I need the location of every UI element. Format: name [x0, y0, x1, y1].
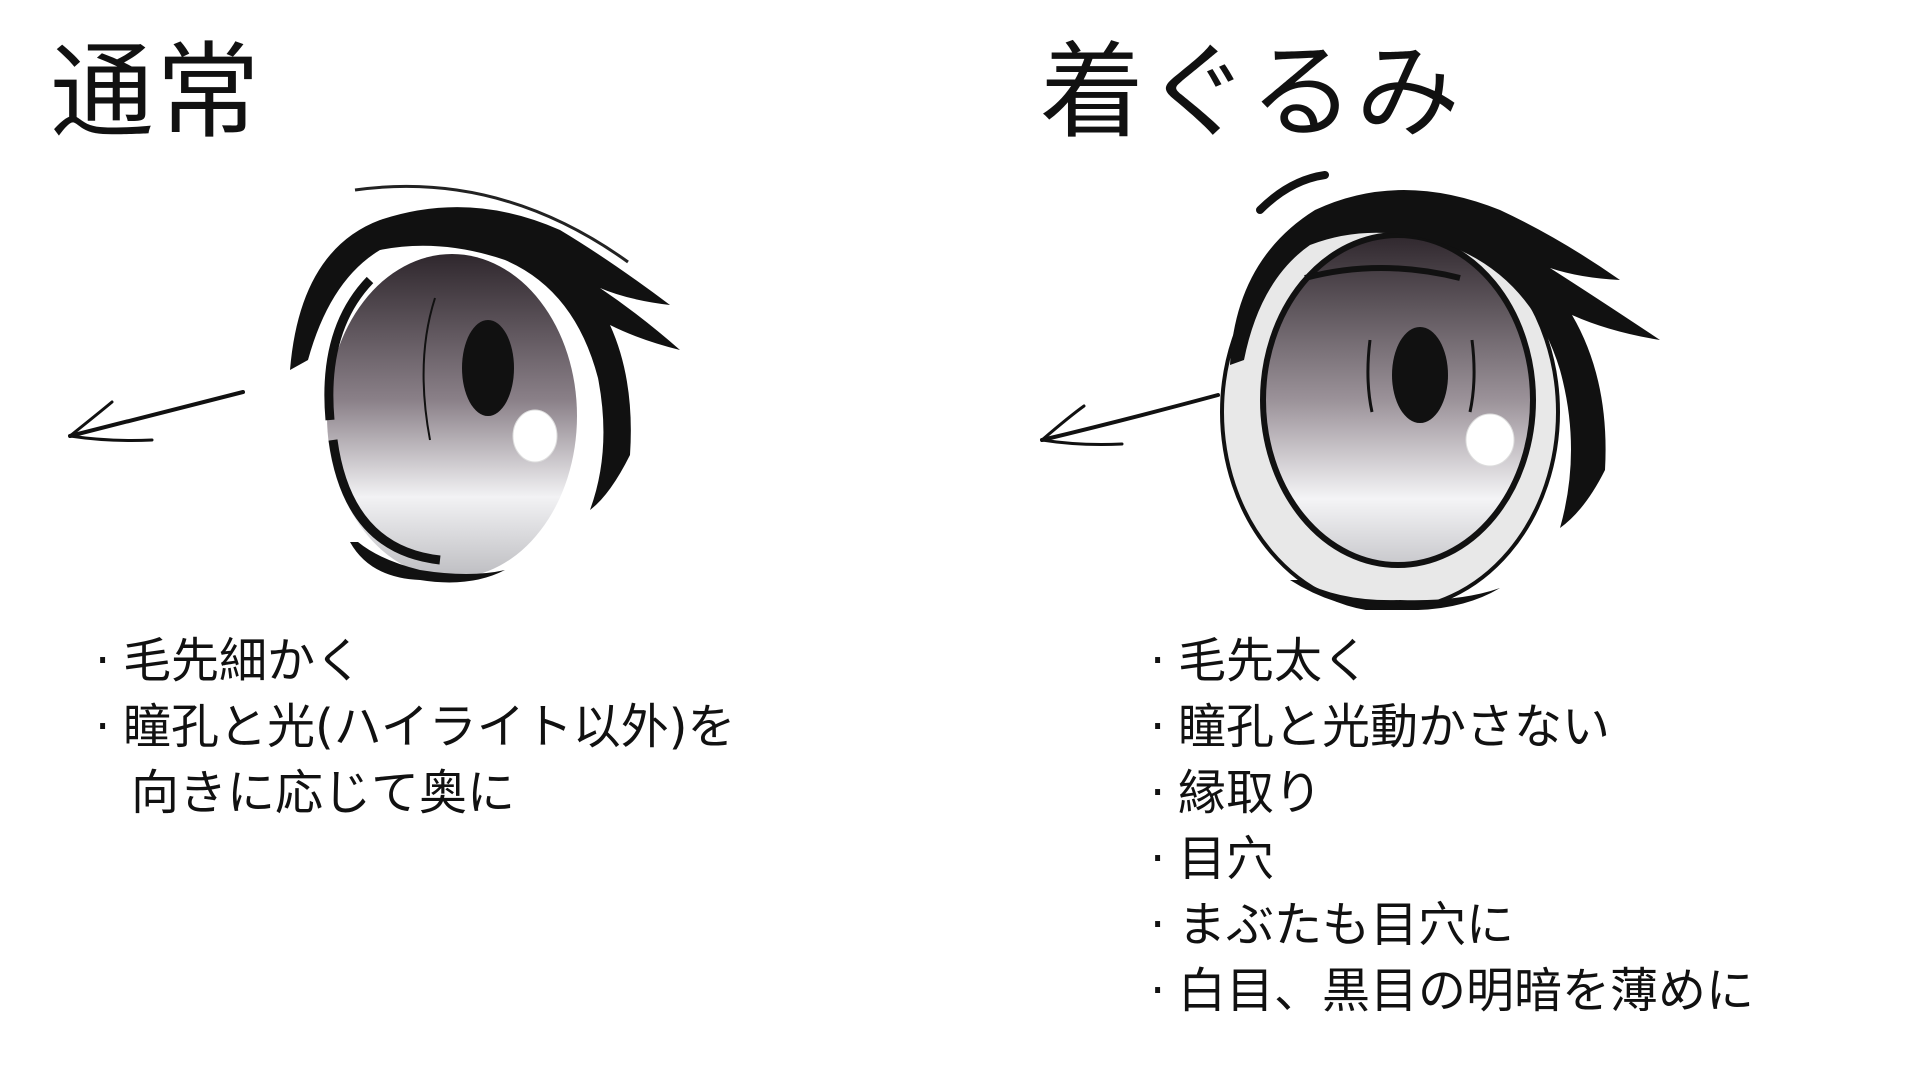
note-text-continued: 向きに応じて奥に	[131, 765, 516, 821]
lower-lid	[350, 542, 505, 583]
iris	[327, 254, 577, 578]
costume-title: 着ぐるみ	[1040, 31, 1462, 153]
costume-eye-illustration	[1040, 171, 1660, 610]
note-text: 瞳孔と光動かさない	[1178, 699, 1611, 755]
note-item: 瞳孔と光(ハイライト以外)を 向きに応じて奥に	[95, 694, 736, 826]
normal-panel: 通常	[0, 0, 960, 1080]
note-item: 縁取り	[1150, 760, 1754, 826]
note-text: まぶたも目穴に	[1178, 897, 1515, 953]
highlight	[1465, 413, 1515, 467]
gaze-arrow	[1040, 393, 1220, 446]
eyelash	[1230, 190, 1660, 528]
normal-title: 通常	[50, 31, 263, 153]
costume-notes: 毛先太く 瞳孔と光動かさない 縁取り 目穴 まぶたも目穴に 白目、黒目の明暗を薄…	[1150, 628, 1754, 1024]
eyelash	[290, 207, 680, 510]
note-item: 白目、黒目の明暗を薄めに	[1150, 958, 1754, 1024]
note-item: 瞳孔と光動かさない	[1150, 694, 1754, 760]
gaze-arrow	[68, 390, 245, 442]
brow-line	[354, 184, 629, 264]
costume-panel: 着ぐるみ	[960, 0, 1920, 1080]
note-text: 瞳孔と光(ハイライト以外)を	[123, 699, 736, 755]
pupil	[462, 320, 514, 416]
note-text: 縁取り	[1178, 765, 1323, 821]
note-item: 毛先細かく	[95, 628, 736, 694]
lower-lid	[1290, 580, 1500, 610]
note-item: まぶたも目穴に	[1150, 892, 1754, 958]
note-item: 毛先太く	[1150, 628, 1754, 694]
normal-notes: 毛先細かく 瞳孔と光(ハイライト以外)を 向きに応じて奥に	[95, 628, 736, 826]
note-text: 毛先太く	[1178, 633, 1371, 689]
note-text: 毛先細かく	[123, 633, 364, 689]
note-text: 白目、黒目の明暗を薄めに	[1178, 963, 1755, 1019]
pupil	[1392, 327, 1448, 423]
note-item: 目穴	[1150, 826, 1754, 892]
highlight	[512, 409, 558, 463]
normal-eye-illustration	[68, 184, 680, 583]
note-text: 目穴	[1178, 831, 1275, 887]
